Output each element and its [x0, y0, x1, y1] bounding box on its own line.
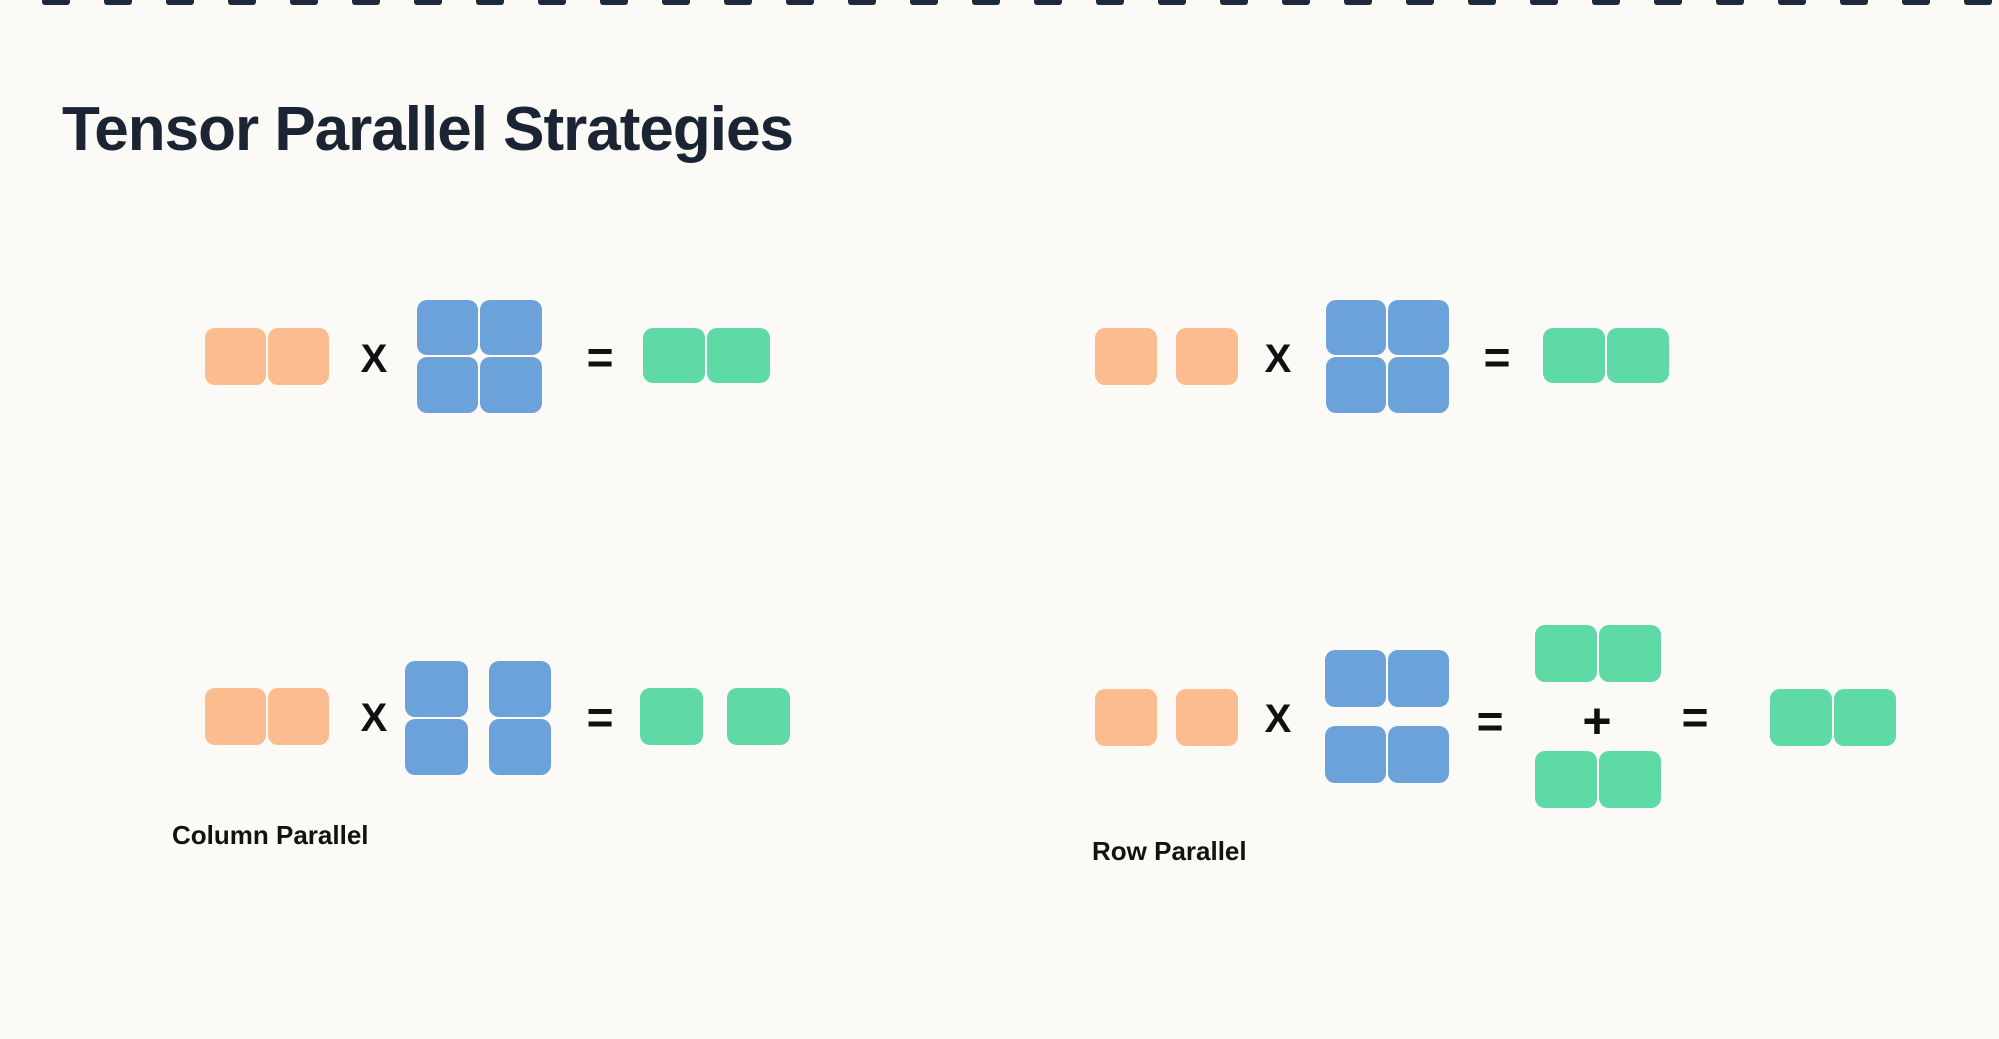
weight-block	[1326, 357, 1386, 413]
output-block	[1599, 625, 1661, 682]
top-border-dash	[1964, 0, 1992, 5]
output-block	[1770, 689, 1832, 746]
weight-block	[1388, 726, 1449, 783]
weight-block	[480, 357, 542, 413]
input-block	[268, 688, 329, 745]
output-block	[707, 328, 770, 383]
equals-operator: =	[1681, 691, 1709, 743]
top-border-dash	[724, 0, 752, 5]
top-border-dash	[1592, 0, 1620, 5]
weight-block	[1326, 300, 1386, 355]
weight-block	[417, 300, 478, 355]
weight-block	[489, 719, 551, 775]
diagram-label-row-parallel: Row Parallel	[1092, 836, 1247, 866]
top-border-dash	[1034, 0, 1062, 5]
top-border-dash	[1344, 0, 1372, 5]
top-border-dash	[1716, 0, 1744, 5]
top-border-dash	[476, 0, 504, 5]
weight-block	[1388, 357, 1449, 413]
input-block	[268, 328, 329, 385]
weight-block	[489, 661, 551, 717]
input-block	[1095, 328, 1157, 385]
output-block	[1607, 328, 1669, 383]
top-border-dash	[910, 0, 938, 5]
page-title: Tensor Parallel Strategies	[62, 94, 794, 164]
equals-operator: =	[1483, 331, 1511, 383]
output-block	[640, 688, 703, 745]
top-border-dash	[786, 0, 814, 5]
top-border-dash	[414, 0, 442, 5]
input-block	[1176, 689, 1238, 746]
weight-block	[1388, 300, 1449, 355]
top-border-dash	[104, 0, 132, 5]
output-block	[1543, 328, 1605, 383]
top-border-dash	[662, 0, 690, 5]
weight-block	[417, 357, 478, 413]
top-border-dash	[538, 0, 566, 5]
weight-block	[1325, 650, 1386, 707]
multiply-operator: X	[1264, 697, 1292, 741]
input-block	[1176, 328, 1238, 385]
weight-block	[1325, 726, 1386, 783]
top-border-dash	[1406, 0, 1434, 5]
multiply-operator: X	[1264, 337, 1292, 381]
equals-operator: =	[586, 331, 614, 383]
top-border-dash	[972, 0, 1000, 5]
output-block	[1535, 751, 1597, 808]
top-border-dash	[1778, 0, 1806, 5]
top-border-dash	[1654, 0, 1682, 5]
weight-block	[405, 661, 468, 717]
output-block	[727, 688, 790, 745]
output-block	[1834, 689, 1896, 746]
top-border-dash	[1158, 0, 1186, 5]
multiply-operator: X	[360, 696, 388, 740]
top-border-dash	[42, 0, 70, 5]
input-block	[205, 688, 266, 745]
output-block	[643, 328, 705, 383]
equals-operator: =	[586, 691, 614, 743]
top-border-dash	[848, 0, 876, 5]
top-border-dash	[166, 0, 194, 5]
top-border-dash	[1530, 0, 1558, 5]
top-border-dash	[1096, 0, 1124, 5]
top-border-dash	[1220, 0, 1248, 5]
top-border-dash	[1902, 0, 1930, 5]
top-border-dash	[1282, 0, 1310, 5]
diagram-label-column-parallel: Column Parallel	[172, 820, 369, 850]
weight-block	[480, 300, 542, 355]
top-border-dash	[600, 0, 628, 5]
equals-operator: =	[1476, 695, 1504, 747]
plus-operator: +	[1582, 693, 1612, 749]
input-block	[205, 328, 266, 385]
input-block	[1095, 689, 1157, 746]
output-block	[1599, 751, 1661, 808]
top-border-dash	[228, 0, 256, 5]
top-border-dashes	[0, 0, 1999, 6]
weight-block	[405, 719, 468, 775]
weight-block	[1388, 650, 1449, 707]
top-border-dash	[290, 0, 318, 5]
top-border-dash	[1840, 0, 1868, 5]
multiply-operator: X	[360, 337, 388, 381]
output-block	[1535, 625, 1597, 682]
top-border-dash	[352, 0, 380, 5]
top-border-dash	[1468, 0, 1496, 5]
